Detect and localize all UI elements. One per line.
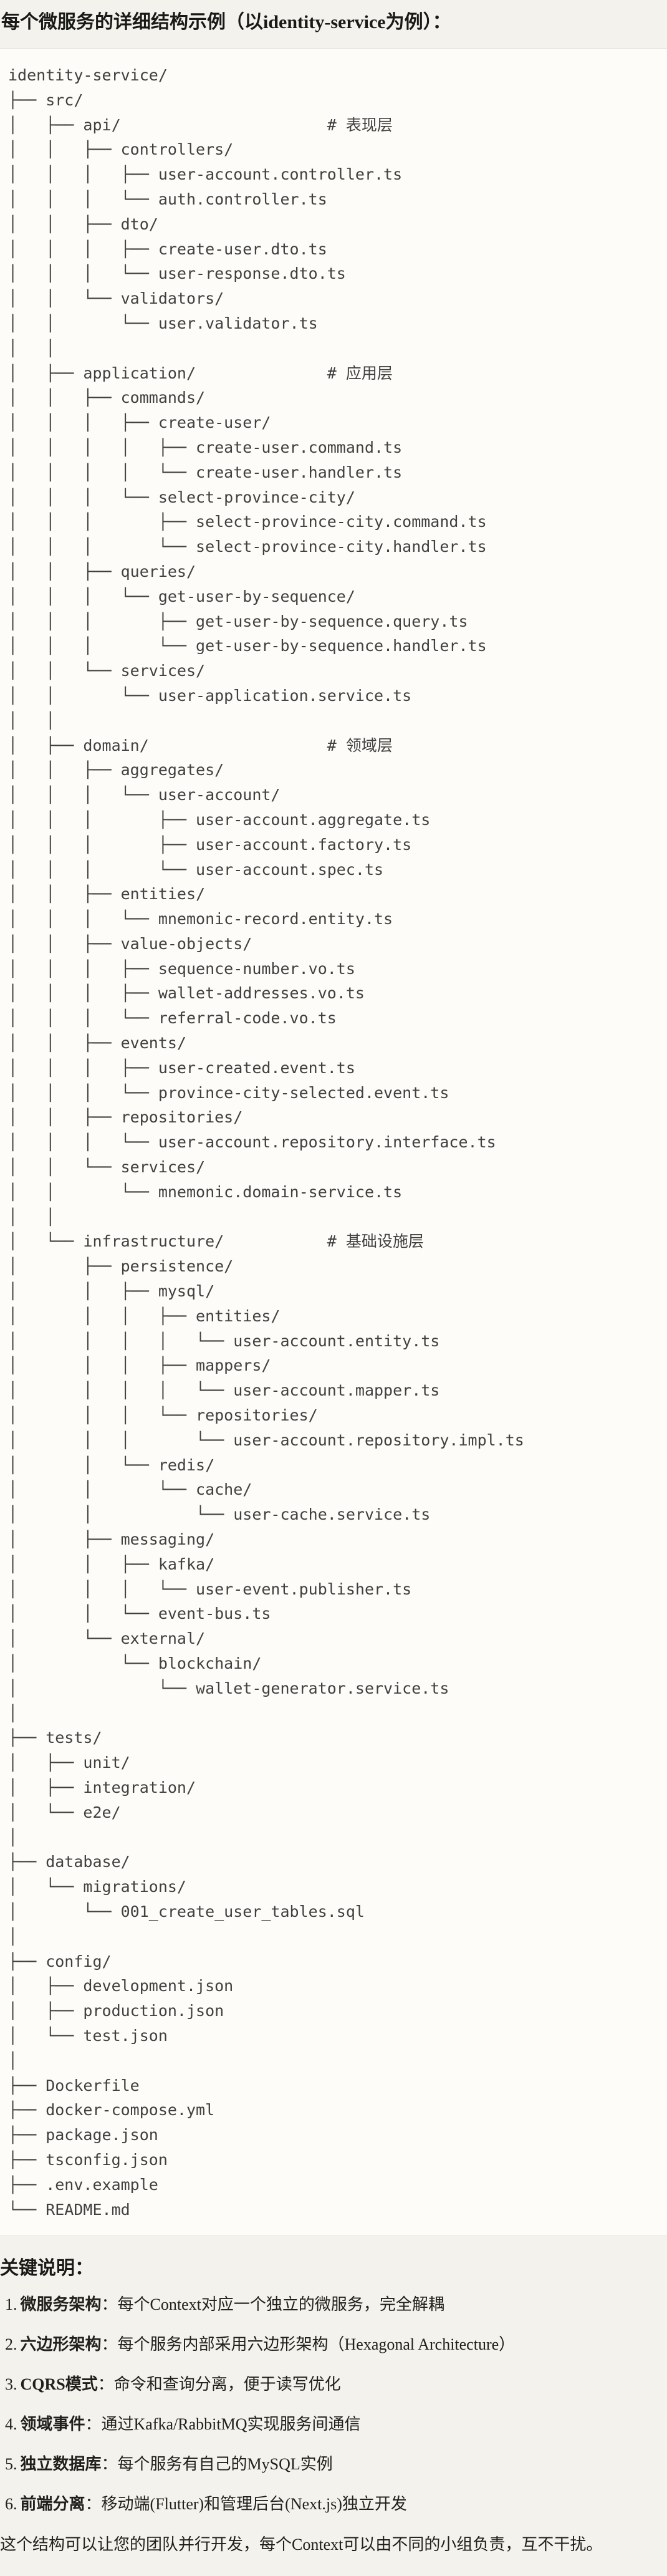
note-item-number: 6.: [5, 2495, 17, 2514]
code-block: identity-service/ ├── src/ │ ├── api/ # …: [0, 48, 667, 2237]
document: 每个微服务的详细结构示例（以identity-service为例）： ident…: [0, 9, 667, 2554]
directory-tree: identity-service/ ├── src/ │ ├── api/ # …: [8, 66, 524, 2219]
note-item-term: 微服务架构: [20, 2295, 102, 2314]
note-item-number: 1.: [5, 2295, 17, 2314]
note-item: 4.领域事件：通过Kafka/RabbitMQ实现服务间通信: [0, 2416, 667, 2433]
note-item-separator: ：: [85, 2495, 102, 2514]
note-item-description: 移动端(Flutter)和管理后台(Next.js)独立开发: [101, 2495, 407, 2514]
notes-section: 关键说明： 1.微服务架构：每个Context对应一个独立的微服务，完全解耦 2…: [0, 2255, 667, 2554]
note-item: 2.六边形架构：每个服务内部采用六边形架构（Hexagonal Architec…: [0, 2336, 667, 2353]
note-item-term: 独立数据库: [20, 2455, 102, 2474]
note-item-description: 每个服务有自己的MySQL实例: [117, 2455, 333, 2474]
notes-heading: 关键说明：: [0, 2258, 94, 2279]
note-item-term: 前端分离: [20, 2495, 85, 2514]
closing-paragraph: 这个结构可以让您的团队并行开发，每个Context可以由不同的小组负责，互不干扰…: [0, 2535, 603, 2554]
note-item-term: 六边形架构: [20, 2335, 102, 2354]
note-item-number: 5.: [5, 2455, 17, 2474]
page-title: 每个微服务的详细结构示例（以identity-service为例）：: [1, 12, 451, 32]
note-item-description: 通过Kafka/RabbitMQ实现服务间通信: [101, 2415, 361, 2434]
note-item-term: CQRS模式: [20, 2375, 98, 2394]
note-item: 6.前端分离：移动端(Flutter)和管理后台(Next.js)独立开发: [0, 2496, 667, 2513]
note-item-separator: ：: [101, 2455, 118, 2474]
note-item-description: 命令和查询分离，便于读写优化: [113, 2375, 341, 2394]
note-item-number: 2.: [5, 2335, 17, 2354]
note-item-term: 领域事件: [20, 2415, 85, 2434]
note-item-separator: ：: [101, 2295, 118, 2314]
note-item-separator: ：: [101, 2335, 118, 2354]
note-item-description: 每个服务内部采用六边形架构（Hexagonal Architecture）: [117, 2335, 516, 2354]
note-item-number: 4.: [5, 2415, 17, 2434]
note-item-description: 每个Context对应一个独立的微服务，完全解耦: [117, 2295, 444, 2314]
note-item: 1.微服务架构：每个Context对应一个独立的微服务，完全解耦: [0, 2296, 667, 2313]
note-item-number: 3.: [5, 2375, 17, 2394]
note-item-separator: ：: [85, 2415, 102, 2434]
note-item-separator: ：: [97, 2375, 114, 2394]
note-item: 3.CQRS模式：命令和查询分离，便于读写优化: [0, 2376, 667, 2393]
note-item: 5.独立数据库：每个服务有自己的MySQL实例: [0, 2456, 667, 2473]
